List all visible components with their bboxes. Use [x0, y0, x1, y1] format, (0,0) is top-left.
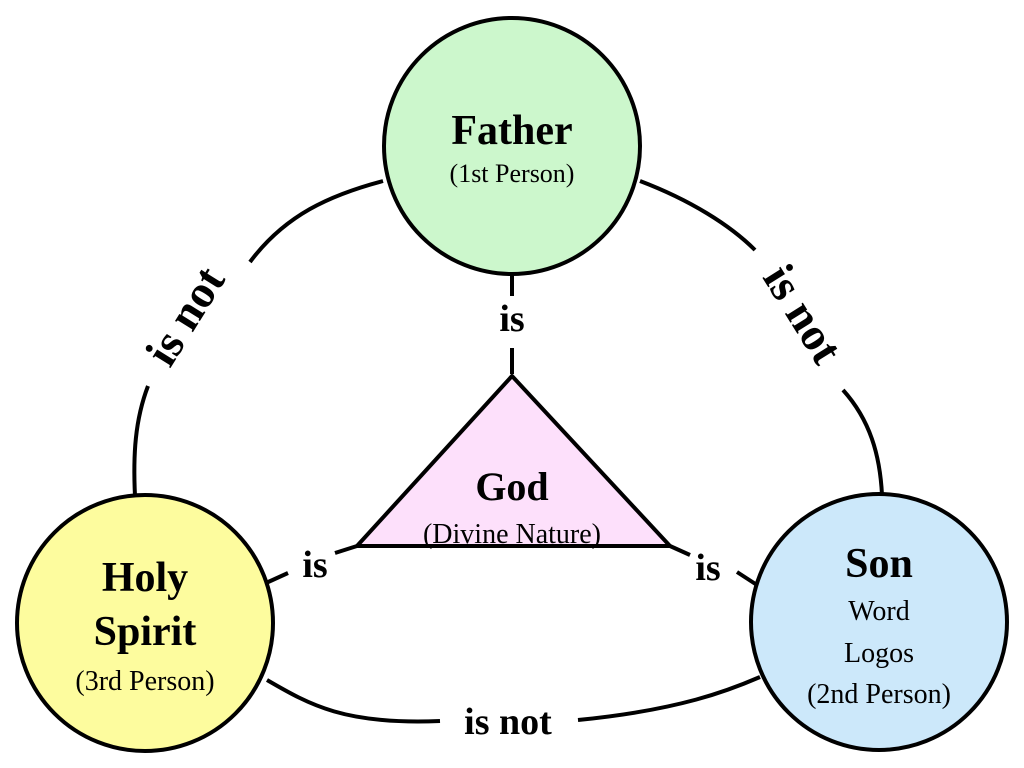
father-circle	[382, 16, 642, 276]
son-line-word: Word	[848, 596, 910, 627]
connector-son-father	[841, 388, 884, 496]
holy-spirit-title-line2: Spirit	[94, 609, 197, 655]
god-node: God (Divine Nature)	[355, 374, 672, 550]
father-node: Father (1st Person)	[382, 16, 642, 276]
father-title: Father	[451, 108, 572, 154]
son-title: Son	[845, 541, 913, 587]
label-father-not-spirit: is not	[135, 257, 235, 375]
connector-son-god-b	[735, 570, 759, 587]
label-spirit-is-god: is	[302, 544, 327, 586]
son-line-logos: Logos	[844, 638, 914, 669]
connector-son-god-a	[669, 544, 691, 557]
holy-spirit-title-line1: Holy	[102, 555, 188, 601]
connector-spirit-god-b	[265, 571, 289, 585]
connector-spirit-son-right	[577, 675, 761, 722]
connector-father-son	[639, 179, 757, 252]
connector-spirit-father	[132, 385, 150, 497]
god-subtitle: (Divine Nature)	[423, 519, 601, 550]
god-title: God	[475, 464, 548, 509]
son-node: Son Word Logos (2nd Person)	[749, 492, 1009, 752]
connector-father-spirit	[248, 179, 384, 264]
label-father-is-god: is	[499, 298, 524, 340]
holy-spirit-subtitle: (3rd Person)	[75, 666, 214, 697]
holy-spirit-node: Holy Spirit (3rd Person)	[15, 493, 275, 753]
label-son-is-god: is	[695, 547, 720, 589]
connector-spirit-son-left	[265, 678, 441, 724]
father-subtitle: (1st Person)	[450, 159, 575, 188]
label-father-not-son: is not	[753, 255, 853, 373]
son-subtitle: (2nd Person)	[807, 679, 951, 710]
connector-spirit-god-a	[334, 544, 358, 555]
holy-spirit-circle	[15, 493, 275, 753]
label-spirit-not-son: is not	[464, 701, 552, 743]
god-triangle	[355, 374, 672, 548]
son-circle	[749, 492, 1009, 752]
